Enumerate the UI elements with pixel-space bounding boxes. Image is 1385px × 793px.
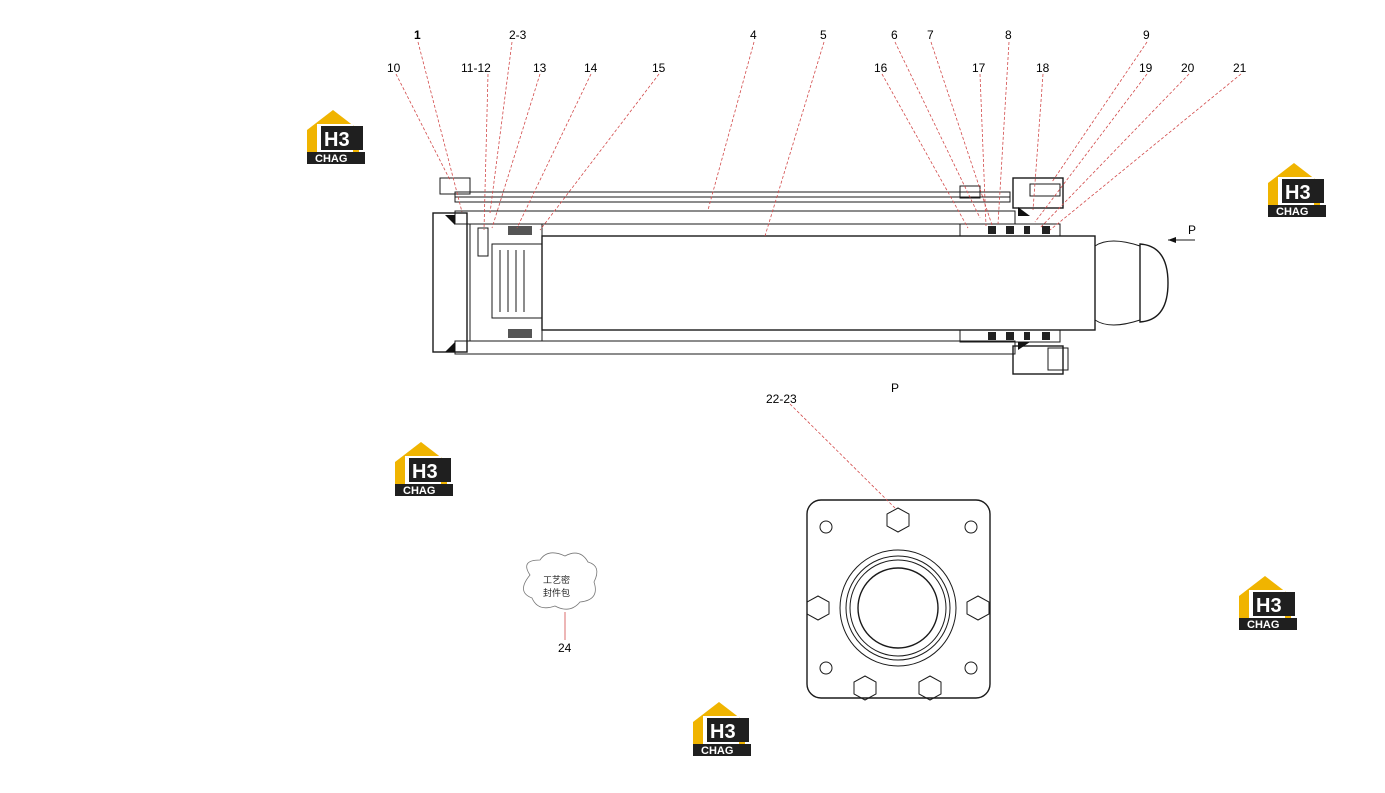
logo-wordmark: CHAG xyxy=(315,153,347,165)
hex-bolt xyxy=(806,595,830,621)
rod-eye xyxy=(1139,243,1169,323)
callouts: 1 2-3 4 5 6 7 8 9 10 11-12 13 14 15 16 1… xyxy=(387,28,1247,655)
logo-mark: H3 xyxy=(1256,595,1282,617)
callout-2-3: 2-3 xyxy=(509,28,527,42)
hex-bolt xyxy=(918,675,942,701)
callout-24: 24 xyxy=(558,641,572,655)
hex-bolt xyxy=(853,675,877,701)
logo-mark: H3 xyxy=(710,721,736,743)
seal-kit-label-line2: 封件包 xyxy=(543,587,570,599)
gland-port xyxy=(959,185,981,199)
callout-16: 16 xyxy=(874,61,888,75)
flange-bolt-top xyxy=(1029,183,1061,197)
barrel-top-wall xyxy=(454,210,1016,225)
callout-20: 20 xyxy=(1181,61,1195,75)
seal-kit-label-line1: 工艺密 xyxy=(543,574,570,586)
end-cap xyxy=(432,212,468,353)
logo-mark: H3 xyxy=(324,129,350,151)
logo-wordmark: CHAG xyxy=(701,745,733,757)
callout-1: 1 xyxy=(414,28,421,42)
watermark-logo-4: H3 CHAG xyxy=(1239,576,1297,631)
gland-bottom xyxy=(959,329,1061,343)
watermark-logo-5: H3 CHAG xyxy=(693,702,751,757)
bolt-hole xyxy=(964,520,978,534)
logo-mark: H3 xyxy=(412,461,438,483)
logo-wordmark: CHAG xyxy=(403,485,435,497)
callout-19: 19 xyxy=(1139,61,1153,75)
bore-outer-ring xyxy=(839,549,957,667)
callout-13: 13 xyxy=(533,61,547,75)
piston xyxy=(469,223,543,342)
logo-wordmark: CHAG xyxy=(1247,619,1279,631)
gland-top xyxy=(959,223,1061,237)
seal-kit-cloud: 工艺密 封件包 xyxy=(523,552,598,610)
set-screw xyxy=(477,227,489,257)
pressure-arrow: P xyxy=(1168,223,1196,243)
logo-mark: H3 xyxy=(1285,182,1311,204)
callout-21: 21 xyxy=(1233,61,1247,75)
oil-port-block xyxy=(439,177,471,195)
view-label: P xyxy=(891,381,899,395)
bolt-hole xyxy=(819,661,833,675)
piston-seal-bottom xyxy=(508,329,532,338)
watermark-logo-3: H3 CHAG xyxy=(395,442,453,497)
callout-11-12: 11-12 xyxy=(461,61,491,75)
piston-seal-top xyxy=(508,226,532,235)
callout-5: 5 xyxy=(820,28,827,42)
flange-end-view xyxy=(806,499,991,701)
bore xyxy=(857,567,939,649)
callout-8: 8 xyxy=(1005,28,1012,42)
callout-18: 18 xyxy=(1036,61,1050,75)
callout-6: 6 xyxy=(891,28,898,42)
callout-15: 15 xyxy=(652,61,666,75)
flange-bolt-bottom xyxy=(1047,347,1069,371)
head-flange-bottom xyxy=(1012,345,1064,375)
callout-4: 4 xyxy=(750,28,757,42)
bolt-hole xyxy=(819,520,833,534)
logo-wordmark: CHAG xyxy=(1276,206,1308,218)
head-flange-top xyxy=(1012,177,1064,209)
flange-plate xyxy=(806,499,991,699)
callout-10: 10 xyxy=(387,61,401,75)
callout-7: 7 xyxy=(927,28,934,42)
watermark-logo-1: H3 CHAG xyxy=(307,110,365,165)
hex-bolt xyxy=(886,507,910,533)
rod-neck xyxy=(1094,240,1141,326)
bolt-hole xyxy=(964,661,978,675)
callout-14: 14 xyxy=(584,61,598,75)
watermark-logo-2: H3 CHAG xyxy=(1268,163,1326,218)
piston-rod xyxy=(541,235,1096,331)
callout-22-23: 22-23 xyxy=(766,392,797,406)
callout-9: 9 xyxy=(1143,28,1150,42)
barrel-bottom-wall xyxy=(454,340,1016,355)
callout-17: 17 xyxy=(972,61,986,75)
arrow-label: P xyxy=(1188,223,1196,237)
leader-lines xyxy=(395,41,1242,640)
hex-bolt xyxy=(966,595,990,621)
cylinder-section xyxy=(432,177,1169,375)
